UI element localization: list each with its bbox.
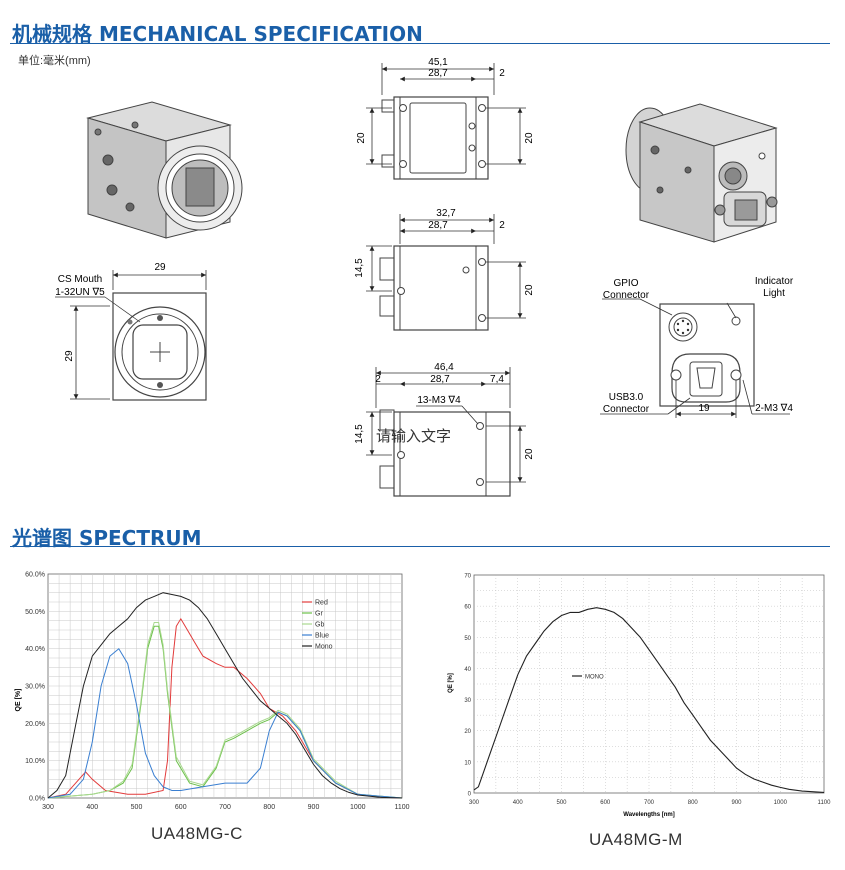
y-tick-label: 0 [468, 792, 472, 798]
bottom-width-overall: 46,4 [434, 362, 454, 373]
bottom-hole-spec: 13-M3 ∇4 [417, 395, 461, 406]
legend-label: Red [315, 600, 328, 607]
y-tick-label: 50 [464, 636, 471, 642]
x-tick-label: 1000 [350, 804, 366, 811]
top-height-right: 20 [524, 132, 535, 144]
bottom-width-right: 7,4 [490, 374, 504, 385]
top-width-overall: 45,1 [428, 57, 448, 68]
x-tick-label: 300 [469, 800, 480, 806]
y-tick-label: 70 [464, 574, 471, 580]
side-height-left: 14,5 [354, 258, 365, 278]
bottom-width-left: 2 [375, 374, 381, 385]
chart-caption-mono: UA48MG-M [589, 830, 683, 849]
spectrum-chart-mono: 0 10 20 30 40 50 60 70 300 400 500 600 700 800 900 100… [448, 574, 832, 819]
usb-label-line2: Connector [603, 404, 650, 415]
chart-caption-color: UA48MG-C [151, 824, 243, 843]
series-line-mono [473, 607, 825, 793]
mechanical-section-rule [10, 43, 830, 44]
side-height-right: 20 [524, 284, 535, 296]
top-view [381, 96, 489, 180]
y-tick-label: 30.0% [25, 684, 45, 691]
gpio-label: GPIO [613, 278, 638, 289]
x-tick-label: 800 [263, 804, 275, 811]
gpio-label-line2: Connector [603, 290, 650, 301]
y-tick-label: 30 [464, 698, 471, 704]
series-line-red [47, 617, 403, 799]
x-tick-label: 900 [731, 800, 742, 806]
y-tick-label: 40.0% [25, 646, 45, 653]
unit-label: 单位:毫米(mm) [18, 55, 91, 67]
x-tick-label: 700 [219, 804, 231, 811]
mechanical-drawings: 29 29 CS Mouth 1-32UN ∇5 45,1 28,7 2 20 … [55, 57, 794, 497]
front-width-dim: 29 [154, 262, 166, 273]
top-height-left: 20 [356, 132, 367, 144]
spectrum-section-rule [10, 546, 830, 547]
rear-view [659, 303, 755, 407]
front-mount-label: CS Mouth [58, 274, 102, 285]
front-view [55, 270, 207, 401]
y-tick-label: 50.0% [25, 609, 45, 616]
indicator-label: Indicator [755, 276, 794, 287]
y-tick-label: 0.0% [29, 796, 45, 803]
series-line-mono [47, 592, 403, 799]
x-tick-label: 1100 [394, 804, 409, 811]
top-width-flange: 2 [499, 68, 505, 79]
x-tick-label: 800 [688, 800, 699, 806]
x-tick-label: 1000 [774, 800, 788, 806]
y-tick-label: 40 [464, 667, 471, 673]
x-tick-label: 700 [644, 800, 655, 806]
x-tick-label: 400 [86, 804, 98, 811]
front-height-dim: 29 [64, 350, 75, 362]
x-tick-label: 300 [42, 804, 54, 811]
legend-label: Mono [315, 644, 333, 651]
series-line-gb [47, 622, 403, 799]
x-tick-label: 500 [131, 804, 143, 811]
bottom-view [379, 409, 511, 497]
placeholder-overlay-text: 请输入文字 [376, 428, 451, 445]
indicator-label-line2: Light [763, 288, 785, 299]
spectrum-chart-color: 0.0% 10.0% 20.0% 30.0% 40.0% 50.0% 60.0% 300 40… [15, 572, 410, 812]
legend-label: Blue [315, 633, 329, 640]
series-line-blue [47, 647, 403, 799]
bottom-height-right: 20 [524, 448, 535, 460]
side-width-flange: 2 [499, 220, 505, 231]
rear-hole-spec: 2-M3 ∇4 [755, 403, 793, 414]
iso-camera-front [86, 101, 243, 239]
legend-label: Gb [315, 622, 324, 629]
x-tick-label: 900 [308, 804, 320, 811]
usb-label: USB3.0 [609, 392, 644, 403]
bottom-height-left: 14,5 [354, 424, 365, 444]
x-tick-label: 600 [175, 804, 187, 811]
y-axis-label: QE [%] [15, 689, 22, 712]
x-tick-label: 600 [600, 800, 611, 806]
side-width-overall: 32,7 [436, 208, 456, 219]
y-tick-label: 10.0% [25, 758, 45, 765]
y-axis-label: QE [%] [448, 673, 454, 693]
side-view [379, 245, 489, 331]
y-tick-label: 20.0% [25, 721, 45, 728]
legend-label: MONO [585, 675, 604, 681]
x-tick-label: 1100 [818, 800, 832, 806]
rear-width-dim: 19 [698, 403, 710, 414]
x-axis-label: Wavelengths [nm] [623, 812, 674, 818]
front-mount-thread: 1-32UN ∇5 [55, 287, 105, 298]
bottom-width-body: 28,7 [430, 374, 450, 385]
y-tick-label: 60 [464, 605, 471, 611]
side-width-body: 28,7 [428, 220, 448, 231]
top-width-body: 28,7 [428, 68, 448, 79]
y-tick-label: 60.0% [25, 572, 45, 579]
y-tick-label: 10 [464, 760, 471, 766]
mechanical-section-title: 机械规格 MECHANICAL SPECIFICATION [12, 22, 423, 46]
x-tick-label: 400 [513, 800, 524, 806]
y-tick-label: 20 [464, 729, 471, 735]
iso-camera-rear [625, 103, 778, 243]
legend-label: Gr [315, 611, 323, 618]
x-tick-label: 500 [556, 800, 567, 806]
